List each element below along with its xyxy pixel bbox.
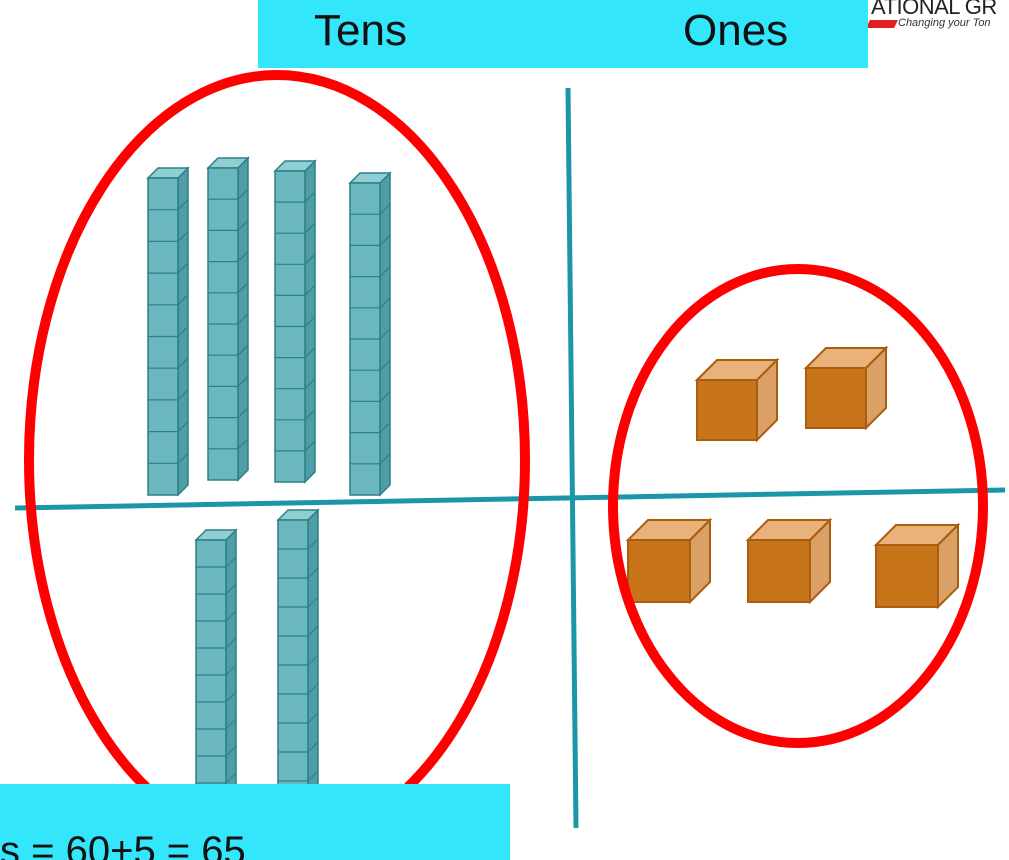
logo-text: ATIONAL GR bbox=[871, 0, 997, 19]
equation-text: s = 60+5 = 65 bbox=[0, 829, 246, 860]
tens-rod bbox=[348, 171, 392, 497]
ones-cube bbox=[803, 345, 889, 431]
tens-rod bbox=[206, 156, 250, 482]
ones-cube bbox=[873, 522, 961, 610]
horizontal-divider bbox=[14, 487, 1006, 511]
logo: ATIONAL GR Changing your Ton bbox=[868, 0, 1009, 40]
header-banner: Tens Ones bbox=[258, 0, 868, 68]
equation-banner: s = 60+5 = 65 bbox=[0, 784, 510, 860]
tens-rod bbox=[273, 159, 317, 484]
logo-tagline: Changing your Ton bbox=[898, 17, 991, 29]
ones-circle bbox=[608, 264, 988, 748]
tens-rod bbox=[276, 508, 320, 812]
ones-label: Ones bbox=[683, 6, 789, 55]
vertical-divider bbox=[565, 87, 579, 829]
tens-label: Tens bbox=[314, 6, 407, 55]
tens-rods-group bbox=[146, 156, 392, 812]
ones-cube bbox=[745, 517, 833, 605]
ones-cube bbox=[625, 517, 713, 605]
ones-cube bbox=[694, 357, 780, 443]
tens-rod bbox=[194, 528, 238, 812]
tens-rod bbox=[146, 166, 190, 497]
ones-cubes-group bbox=[625, 345, 961, 610]
